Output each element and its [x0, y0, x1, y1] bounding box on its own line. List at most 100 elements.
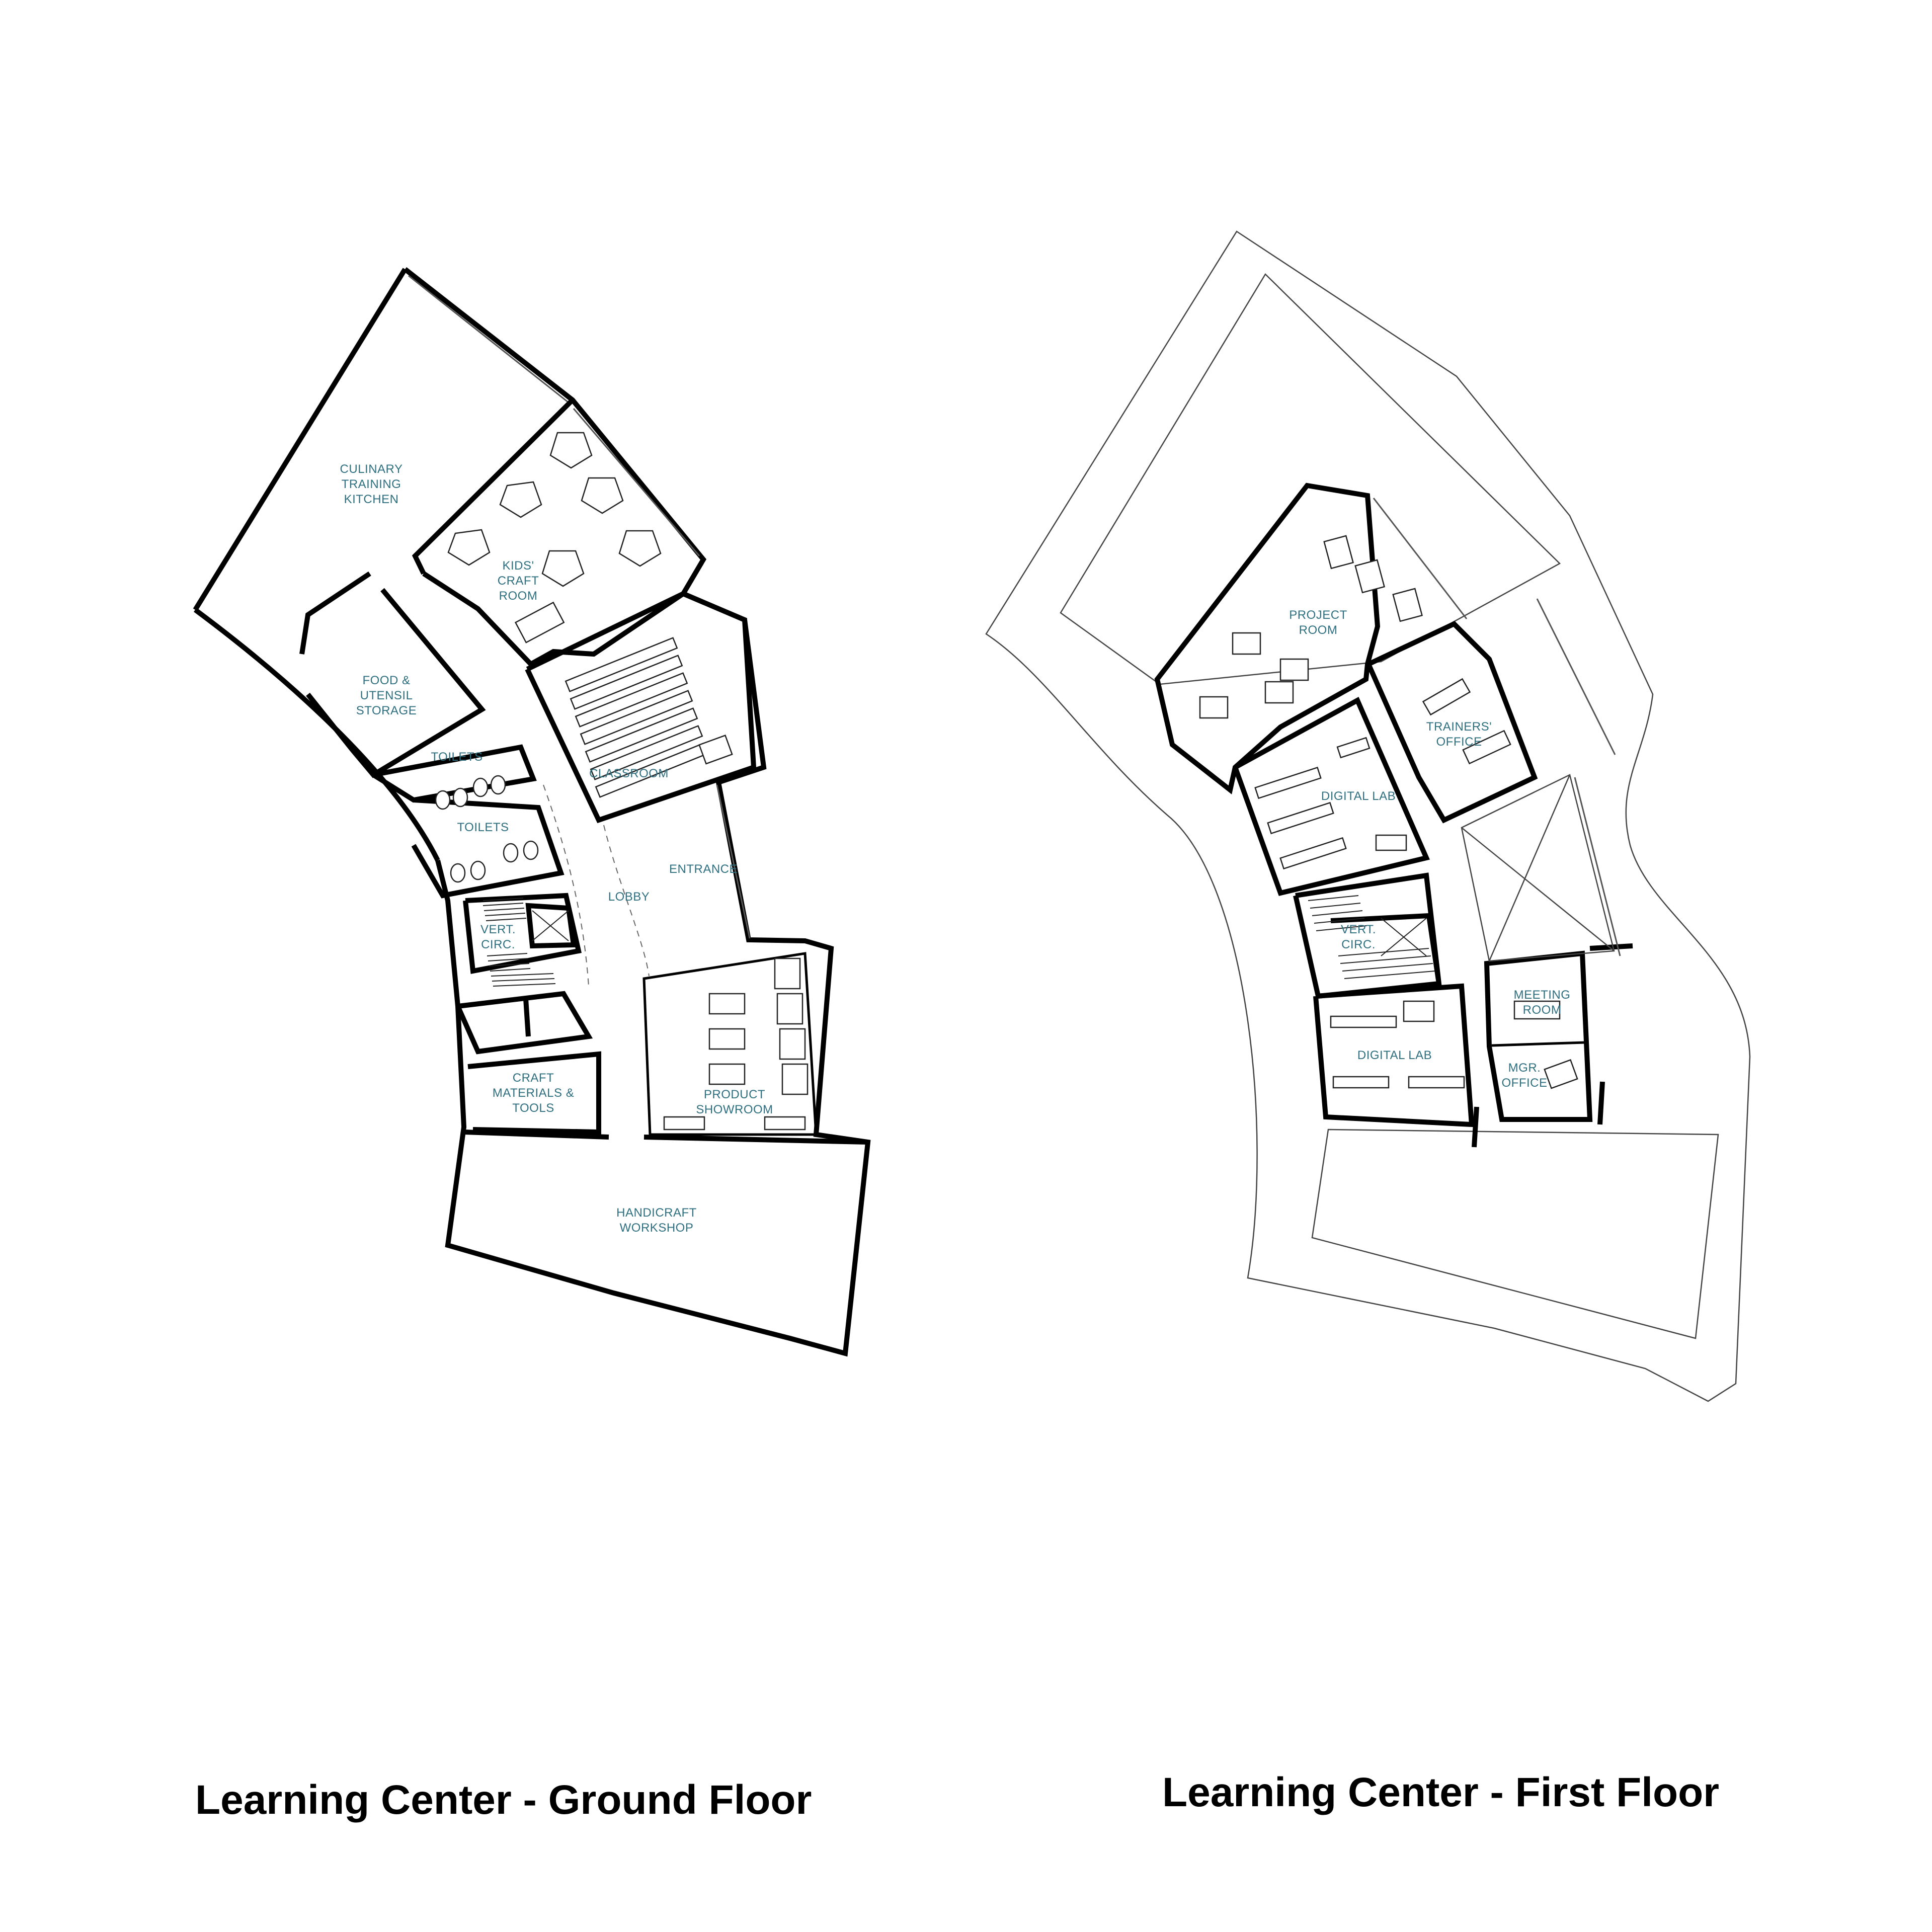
gf-classroom-walls [525, 591, 757, 824]
svg-text:VERT.: VERT. [480, 923, 516, 936]
svg-text:CIRC.: CIRC. [481, 938, 515, 951]
gf-workshop-label-2: WORKSHOP [620, 1221, 694, 1235]
gf-toilets-upper-label: TOILETS [431, 750, 482, 764]
ff-trainers-label-2: OFFICE [1436, 735, 1482, 749]
gf-toilets-walls [372, 744, 565, 899]
svg-text:PRODUCT: PRODUCT [704, 1088, 765, 1101]
ff-trainers-walls [1366, 620, 1538, 824]
svg-text:CRAFT: CRAFT [513, 1071, 554, 1085]
gf-vertcirc-walls [463, 893, 582, 974]
svg-text:CRAFT: CRAFT [498, 574, 539, 588]
gf-classroom-label: CLASSROOM [589, 767, 669, 780]
gf-food-label-2: UTENSIL [360, 689, 413, 702]
gf-lobby-label: LOBBY [608, 890, 650, 904]
ff-digital-lab-upper-walls [1233, 696, 1430, 896]
svg-text:ROOM: ROOM [499, 589, 538, 603]
ff-roof-outline [985, 230, 1751, 1402]
svg-text:UTENSIL: UTENSIL [360, 689, 413, 702]
svg-text:WORKSHOP: WORKSHOP [620, 1221, 694, 1235]
ff-mgr-label-2: OFFICE [1502, 1076, 1548, 1090]
ff-stairs [1308, 895, 1435, 979]
gf-curved-west-wall [194, 607, 440, 862]
gf-workshop-north-wall [463, 1130, 868, 1145]
ff-atrium-void [1461, 774, 1615, 962]
ff-trainers-label-1: TRAINERS' [1426, 720, 1492, 734]
gf-food-label-1: FOOD & [362, 674, 410, 687]
svg-text:CULINARY: CULINARY [340, 462, 403, 476]
svg-text:MGR.: MGR. [1508, 1061, 1541, 1075]
gf-vertcirc-label-2: CIRC. [481, 938, 515, 951]
gf-craft-walls [455, 991, 601, 1135]
gf-showroom-label-1: PRODUCT [704, 1088, 765, 1101]
svg-text:FOOD &: FOOD & [362, 674, 410, 687]
svg-text:MATERIALS &: MATERIALS & [493, 1086, 574, 1100]
ff-project-tables [1199, 535, 1423, 719]
svg-text:TRAINING: TRAINING [342, 477, 401, 491]
svg-text:OFFICE: OFFICE [1502, 1076, 1548, 1090]
gf-glass-north [408, 275, 569, 404]
ff-meeting-label-1: MEETING [1514, 988, 1571, 1002]
gf-glass-east [573, 408, 700, 556]
ff-digital-desks [1254, 737, 1465, 1089]
svg-text:STORAGE: STORAGE [356, 704, 417, 717]
gf-corridor-wall-west [299, 571, 371, 655]
gf-showroom-label-2: SHOWROOM [696, 1103, 773, 1116]
gf-culinary-label-2: TRAINING [342, 477, 401, 491]
gf-culinary-west-wall [193, 268, 408, 611]
gf-craft-label-2: MATERIALS & [493, 1086, 574, 1100]
gf-toilets-lower-label: TOILETS [457, 821, 509, 834]
ff-meeting-furniture [1513, 1000, 1578, 1089]
svg-text:TRAINERS': TRAINERS' [1426, 720, 1492, 734]
gf-craft-label-3: TOOLS [512, 1101, 554, 1115]
first-floor-caption: Learning Center - First Floor [1162, 1769, 1719, 1815]
gf-craft-label-1: CRAFT [513, 1071, 554, 1085]
svg-text:KITCHEN: KITCHEN [344, 493, 399, 506]
gf-stairs [482, 898, 569, 987]
gf-kids-partition [422, 571, 685, 668]
svg-text:ROOM: ROOM [1523, 1003, 1562, 1017]
gf-vertcirc-label-1: VERT. [480, 923, 516, 936]
ff-vertcirc-label-1: VERT. [1341, 923, 1376, 936]
svg-text:SHOWROOM: SHOWROOM [696, 1103, 773, 1116]
svg-text:PROJECT: PROJECT [1289, 608, 1347, 622]
ground-floor-caption: Learning Center - Ground Floor [195, 1777, 812, 1823]
ff-trainers-furniture [1422, 678, 1511, 765]
ff-mgr-label-1: MGR. [1508, 1061, 1541, 1075]
ff-digital-lab-upper-label: DIGITAL LAB [1321, 789, 1396, 803]
ff-project-room-walls [1154, 482, 1381, 794]
svg-text:HANDICRAFT: HANDICRAFT [616, 1206, 697, 1220]
ff-project-glass [1373, 498, 1468, 619]
svg-text:VERT.: VERT. [1341, 923, 1376, 936]
gf-toilet-fixtures [435, 775, 539, 883]
ff-east-glass [1536, 598, 1621, 956]
svg-text:ROOM: ROOM [1299, 623, 1338, 637]
ff-digital-lab-lower-walls [1313, 983, 1475, 1128]
gf-kids-label-3: ROOM [499, 589, 538, 603]
svg-text:KIDS': KIDS' [502, 559, 534, 573]
ff-roof-inner-north [1060, 273, 1561, 685]
ff-meeting-partition [1491, 1041, 1585, 1047]
gf-showroom-walls [642, 952, 818, 1136]
gf-kids-label-1: KIDS' [502, 559, 534, 573]
gf-culinary-partition [412, 398, 575, 575]
svg-text:MEETING: MEETING [1514, 988, 1571, 1002]
gf-lobby-dashed-line [603, 825, 650, 977]
ff-project-label-2: ROOM [1299, 623, 1338, 637]
gf-workshop-label-1: HANDICRAFT [616, 1206, 697, 1220]
ff-vertcirc-walls [1293, 872, 1442, 999]
gf-lobby-dashed-line-2 [543, 784, 589, 987]
ff-meeting-label-2: ROOM [1523, 1003, 1562, 1017]
gf-kids-tables [447, 432, 662, 643]
gf-exterior-wall [403, 267, 871, 1357]
first-floor-plan: PROJECT ROOM TRAINERS' OFFICE DIGITAL LA… [985, 230, 1751, 1402]
gf-culinary-label-3: KITCHEN [344, 493, 399, 506]
ff-vertcirc-label-2: CIRC. [1341, 938, 1376, 951]
gf-entrance-label: ENTRANCE [669, 862, 738, 876]
ff-roof-inner-south [1311, 1129, 1719, 1339]
svg-text:TOOLS: TOOLS [512, 1101, 554, 1115]
gf-showroom-displays [663, 957, 809, 1131]
gf-kids-label-2: CRAFT [498, 574, 539, 588]
svg-text:OFFICE: OFFICE [1436, 735, 1482, 749]
ff-meeting-walls [1484, 943, 1633, 1122]
